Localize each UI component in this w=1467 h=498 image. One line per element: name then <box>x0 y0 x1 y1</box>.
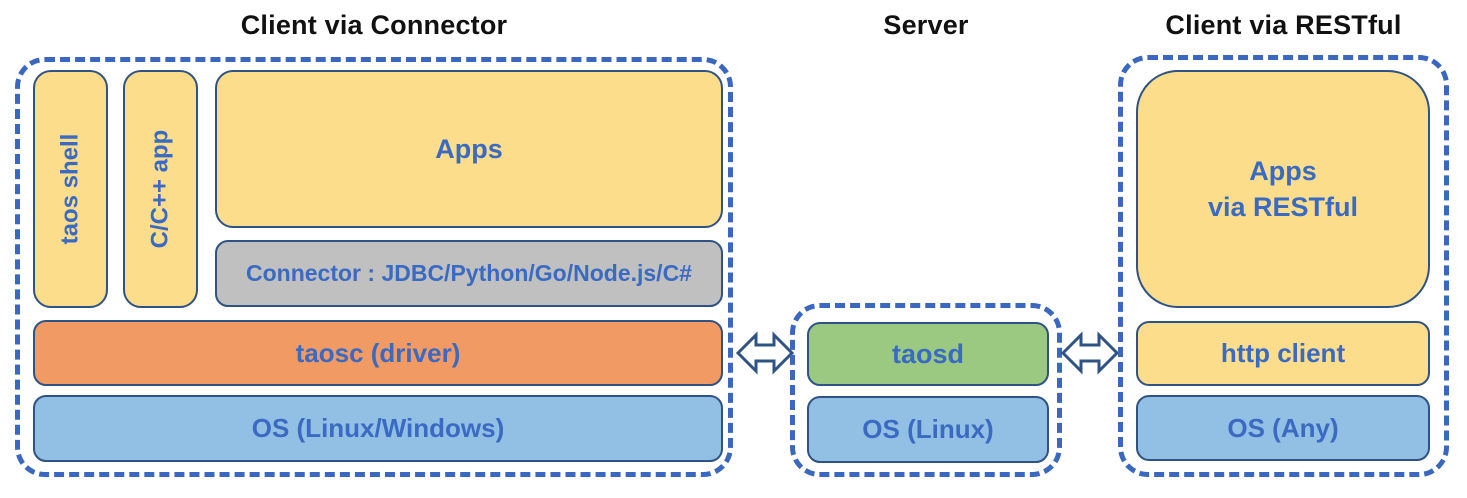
left-double-arrow-icon <box>736 331 794 375</box>
os-any-box: OS (Any) <box>1136 395 1430 461</box>
taosd-box: taosd <box>807 322 1049 386</box>
c-cpp-app-label: C/C++ app <box>146 129 174 249</box>
apps-via-restful-box: Apps via RESTful <box>1136 70 1430 308</box>
apps-label: Apps <box>435 133 503 164</box>
taosc-driver-label: taosc (driver) <box>295 337 461 368</box>
os-linux-windows-box: OS (Linux/Windows) <box>33 395 723 462</box>
http-client-label: http client <box>1220 338 1346 368</box>
server-title: Server <box>883 10 969 40</box>
taosd-label: taosd <box>891 338 964 369</box>
client-connector-title: Client via Connector <box>240 10 508 40</box>
taos-shell-box: taos shell <box>33 70 108 308</box>
os-any-label: OS (Any) <box>1227 412 1339 443</box>
apps-via-restful-label: Apps via RESTful <box>1207 155 1359 222</box>
apps-box: Apps <box>215 70 723 228</box>
client-restful-title: Client via RESTful <box>1165 10 1402 40</box>
taosc-driver-box: taosc (driver) <box>33 320 723 386</box>
connector-label: Connector : JDBC/Python/Go/Node.js/C# <box>246 260 692 286</box>
connector-box: Connector : JDBC/Python/Go/Node.js/C# <box>215 240 723 307</box>
os-linux-windows-label: OS (Linux/Windows) <box>251 413 505 443</box>
os-linux-box: OS (Linux) <box>807 396 1049 463</box>
taos-shell-label: taos shell <box>56 133 84 245</box>
c-cpp-app-box: C/C++ app <box>123 70 198 308</box>
client-connector-group <box>15 57 733 477</box>
os-linux-label: OS (Linux) <box>862 414 994 444</box>
right-double-arrow-icon <box>1061 331 1119 375</box>
server-group <box>790 303 1062 477</box>
client-restful-group <box>1118 55 1449 477</box>
http-client-box: http client <box>1136 321 1430 386</box>
